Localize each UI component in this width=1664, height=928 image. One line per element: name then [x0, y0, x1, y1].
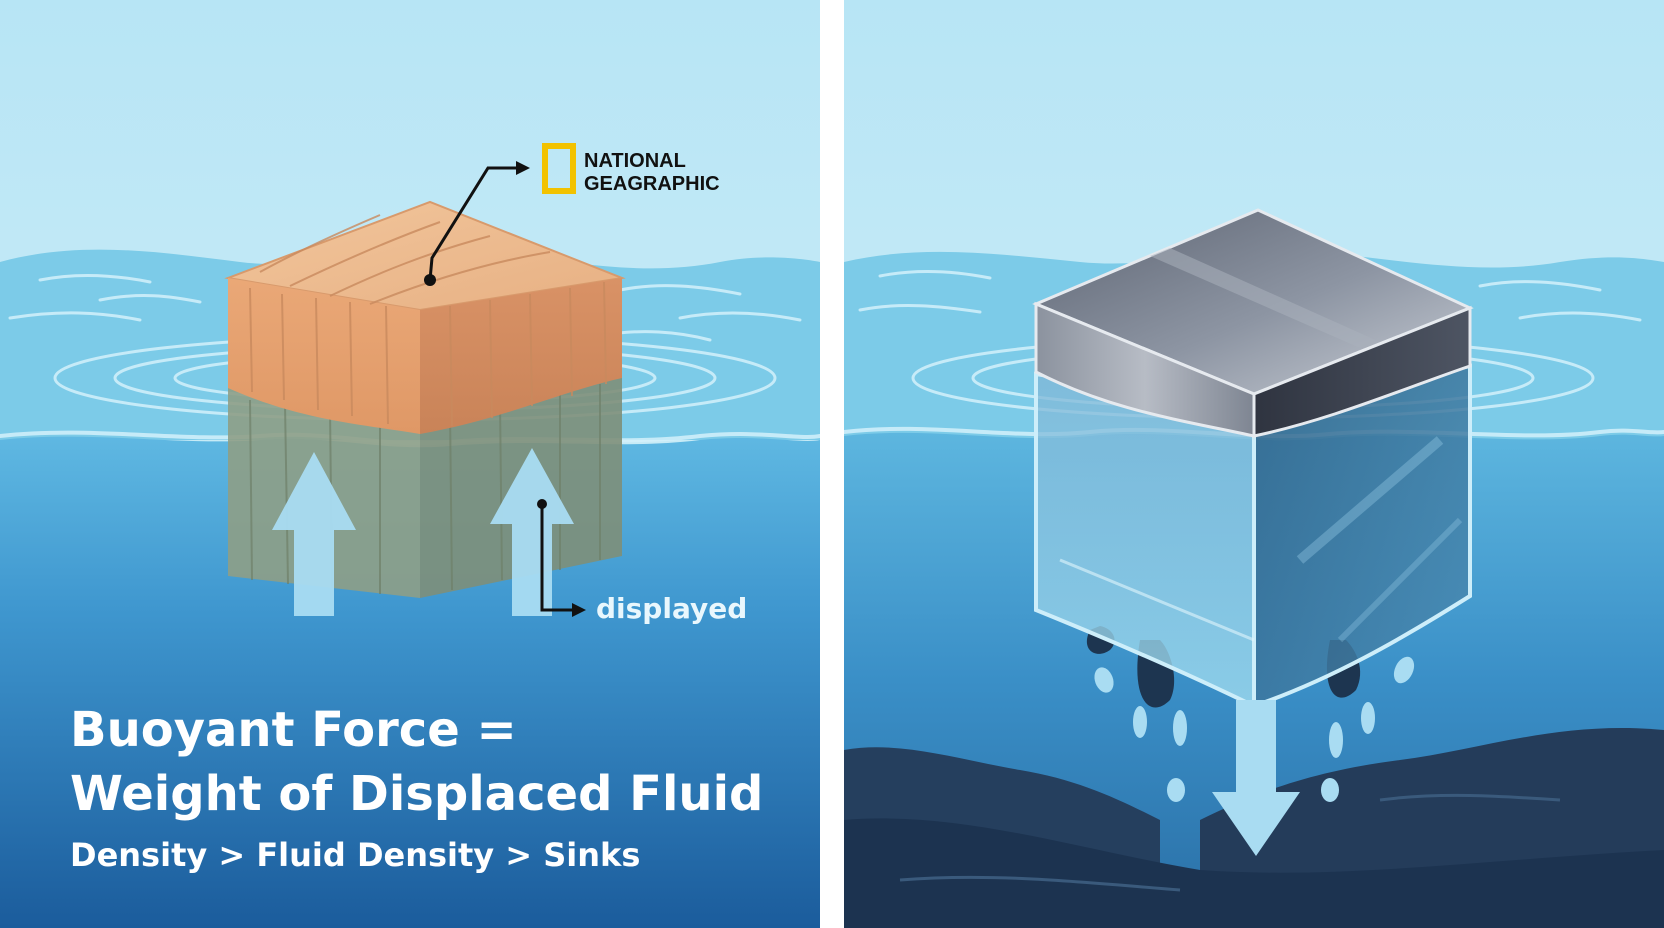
metal-cube-submerged: [1034, 363, 1472, 710]
arrow-right-icon: [572, 603, 586, 617]
panel-divider: [820, 0, 844, 928]
displayed-pointer-line: [540, 504, 574, 612]
wood-block: [224, 200, 626, 434]
formula-line2: Weight of Displaced Fluid: [70, 766, 763, 822]
yellow-frame-icon: [542, 143, 576, 194]
national-geographic-logo: NATIONAL GEAGRAPHIC: [542, 143, 720, 195]
logo-line1: NATIONAL: [584, 150, 686, 172]
logo-pointer-line: [428, 166, 518, 281]
seabed: [844, 727, 1664, 928]
right-panel: [844, 0, 1664, 928]
water-body: [0, 436, 820, 928]
pointer-dot: [424, 274, 436, 286]
pointer-dot: [537, 499, 547, 509]
left-panel: NATIONAL GEAGRAPHIC displayed Buoyant Fo…: [0, 0, 820, 928]
down-arrow-icon: [1212, 700, 1300, 856]
up-arrow-icon: [490, 448, 574, 616]
density-rule: Density > Fluid Density > Sinks: [70, 836, 640, 874]
displayed-label: displayed: [596, 592, 747, 625]
arrow-right-icon: [516, 161, 530, 175]
logo-line2: GEAGRAPHIC: [584, 173, 720, 195]
formula-line1: Buoyant Force =: [70, 702, 517, 758]
up-arrow-icon: [272, 452, 356, 616]
buoyancy-arrows: [272, 448, 574, 616]
metal-cube: [1032, 208, 1474, 438]
bubbles: [1094, 656, 1415, 802]
